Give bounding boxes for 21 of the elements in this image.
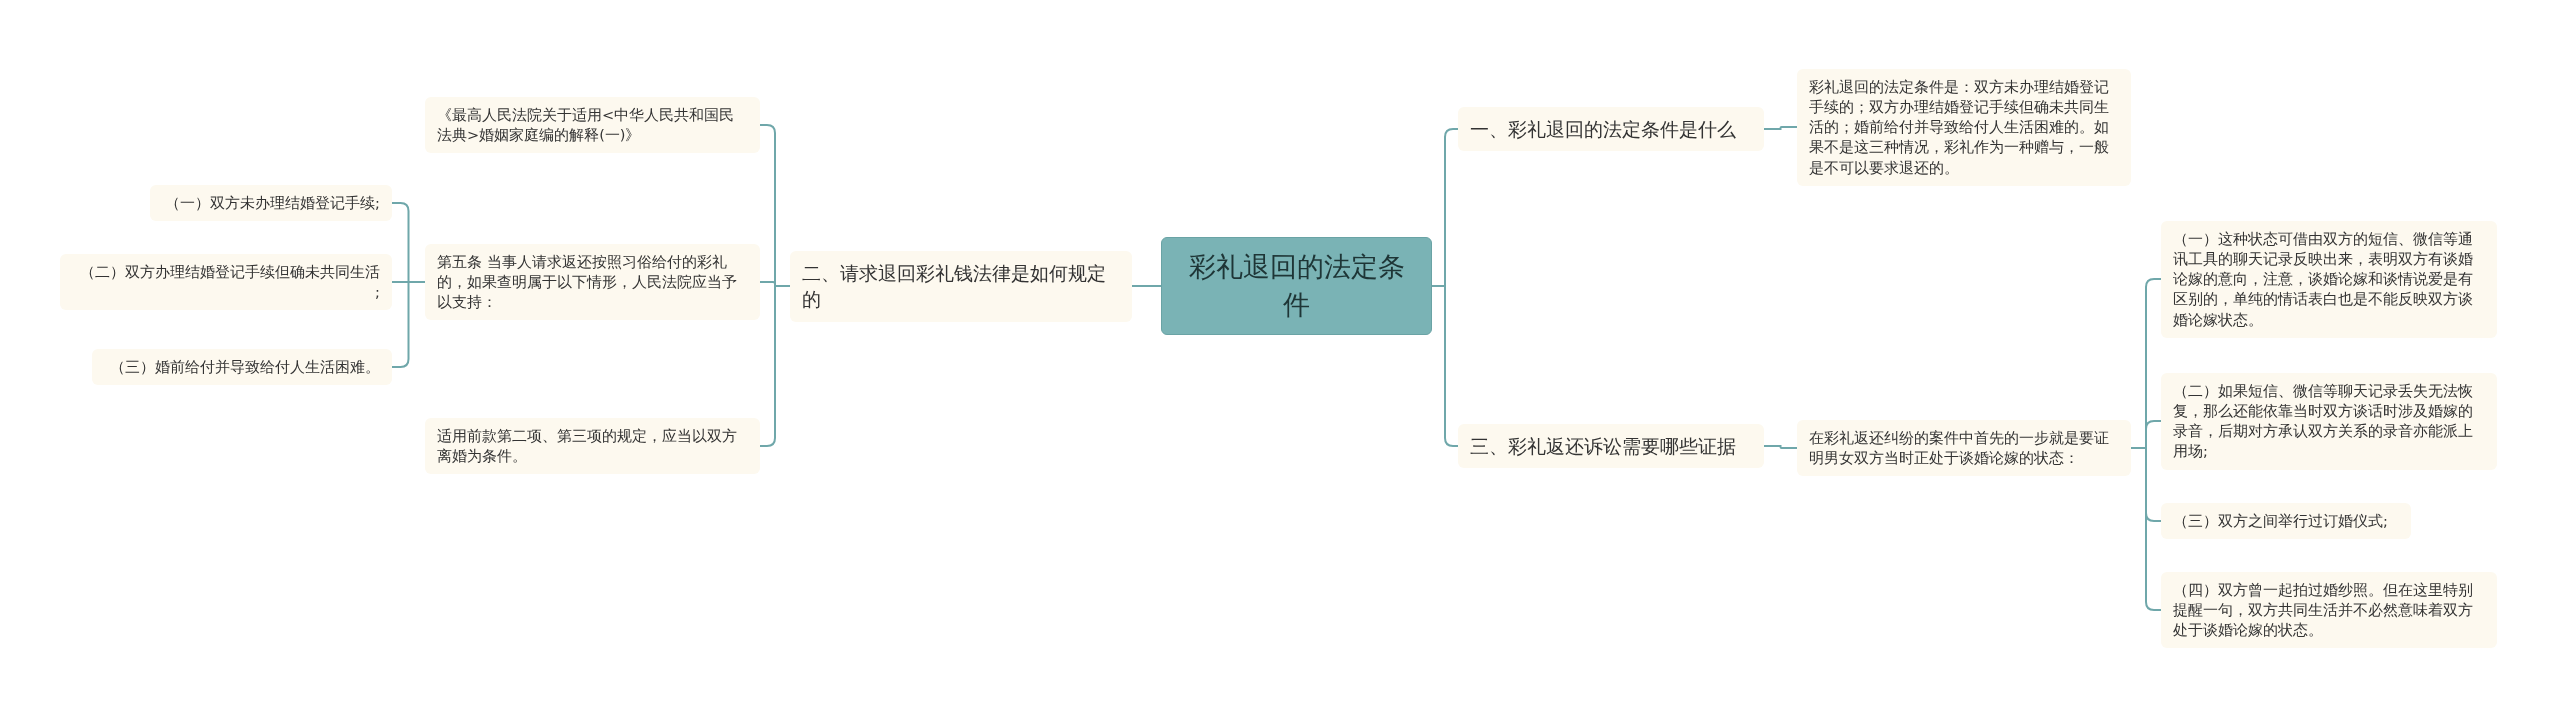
branch-topic: 一、彩礼退回的法定条件是什么	[1458, 106, 1764, 152]
text-card: 第五条 当事人请求返还按照习俗给付的彩礼的，如果查明属于以下情形，人民法院应当予以支持：	[425, 243, 760, 321]
connector-line	[1431, 285, 1459, 447]
connector-line	[1763, 445, 1798, 449]
text-card: （三）双方之间举行过订婚仪式;	[2161, 503, 2411, 540]
text-card: （二）双方办理结婚登记手续但确未共同生活 ;	[60, 253, 392, 311]
text-card: （一）双方未办理结婚登记手续;	[150, 185, 392, 222]
text-card: （二）如果短信、微信等聊天记录丢失无法恢复，那么还能依靠当时双方谈话时涉及婚嫁的录音，后期对方承认双方关系的录音亦能派上用场;	[2161, 372, 2497, 470]
text-card: 适用前款第二项、第三项的规定，应当以双方离婚为条件。	[425, 417, 760, 475]
text-card: （四）双方曾一起拍过婚纱照。但在这里特别提醒一句，双方共同生活并不必然意味着双方处于谈婚论嫁的状态。	[2161, 571, 2497, 649]
connector-line	[1763, 126, 1798, 130]
branch-topic: 三、彩礼返还诉讼需要哪些证据	[1458, 423, 1764, 469]
connector-line	[1131, 285, 1162, 287]
text-card: （三）婚前给付并导致给付人生活困难。	[92, 349, 392, 386]
text-card: 《最高人民法院关于适用<中华人民共和国民法典>婚姻家庭编的解释(一)》	[425, 96, 760, 154]
text-card: 彩礼退回的法定条件是：双方未办理结婚登记手续的；双方办理结婚登记手续但确未共同生活的；婚前给付并导致给付人生活困难的。如果不是这三种情况，彩礼作为一种赠与，一般是不可以要求退还的。	[1797, 68, 2131, 186]
branch-topic: 二、请求退回彩礼钱法律是如何规定的	[790, 250, 1132, 322]
text-card: 在彩礼返还纠纷的案件中首先的一步就是要证明男女双方当时正处于谈婚论嫁的状态：	[1797, 419, 2131, 477]
text-card: （一）这种状态可借由双方的短信、微信等通讯工具的聊天记录反映出来，表明双方有谈婚论嫁的意向，注意，谈婚论嫁和谈情说爱是有区别的，单纯的情话表白也是不能反映双方谈婚论嫁状态。	[2161, 220, 2497, 338]
central-topic: 彩礼退回的法定条件	[1161, 237, 1432, 335]
connector-line	[2130, 447, 2162, 611]
